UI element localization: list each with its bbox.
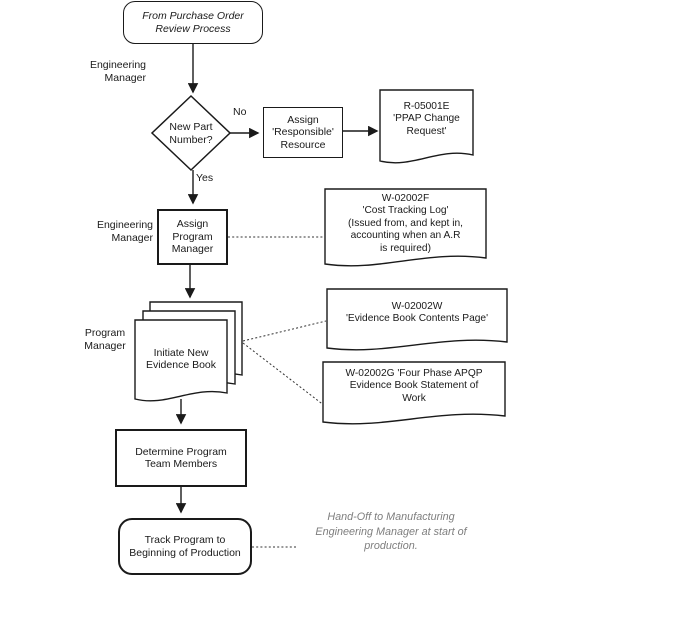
doc-cost-tracking-log-label: W-02002F 'Cost Tracking Log' (Issued fro… (348, 193, 463, 254)
doc-statement-of-work-shape (322, 361, 506, 425)
branch-label-yes: Yes (196, 172, 214, 184)
doc-ppap-shape (379, 89, 474, 164)
document-shapes (134, 89, 508, 425)
label-engineering-manager-top: Engineering Manager (89, 59, 146, 84)
branch-label-no: No (233, 106, 247, 118)
decision-diamond-shape (150, 94, 232, 172)
dotted-reference-lines (228, 236, 327, 548)
label-engineering-manager-mid: Engineering Manager (96, 219, 153, 244)
stack-initiate-evidence-book-label: Initiate New Evidence Book (145, 347, 217, 372)
decision-new-part-number-label: New Part Number? (169, 121, 213, 146)
doc-cost-tracking-shape (324, 188, 487, 267)
box-determine-program-team: Determine Program Team Members (115, 429, 247, 487)
label-program-manager: Program Manager (84, 327, 126, 352)
box-assign-responsible-resource: Assign 'Responsible' Resource (263, 107, 343, 158)
doc-ppap-change-request-label: R-05001E 'PPAP Change Request' (393, 101, 460, 137)
note-handoff: Hand-Off to Manufacturing Engineering Ma… (315, 511, 467, 552)
flow-arrows (175, 44, 379, 514)
evidence-stack-front-sheet (134, 319, 228, 402)
doc-evidence-book-contents-page-label: W-02002W 'Evidence Book Contents Page' (345, 301, 489, 325)
box-assign-program-manager: Assign Program Manager (157, 209, 228, 265)
doc-apqp-statement-of-work-label: W-02002G 'Four Phase APQP Evidence Book … (345, 368, 483, 404)
terminator-track-program: Track Program to Beginning of Production (118, 518, 252, 575)
doc-contents-page-shape (326, 288, 508, 351)
start-node: From Purchase Order Review Process (123, 1, 263, 44)
